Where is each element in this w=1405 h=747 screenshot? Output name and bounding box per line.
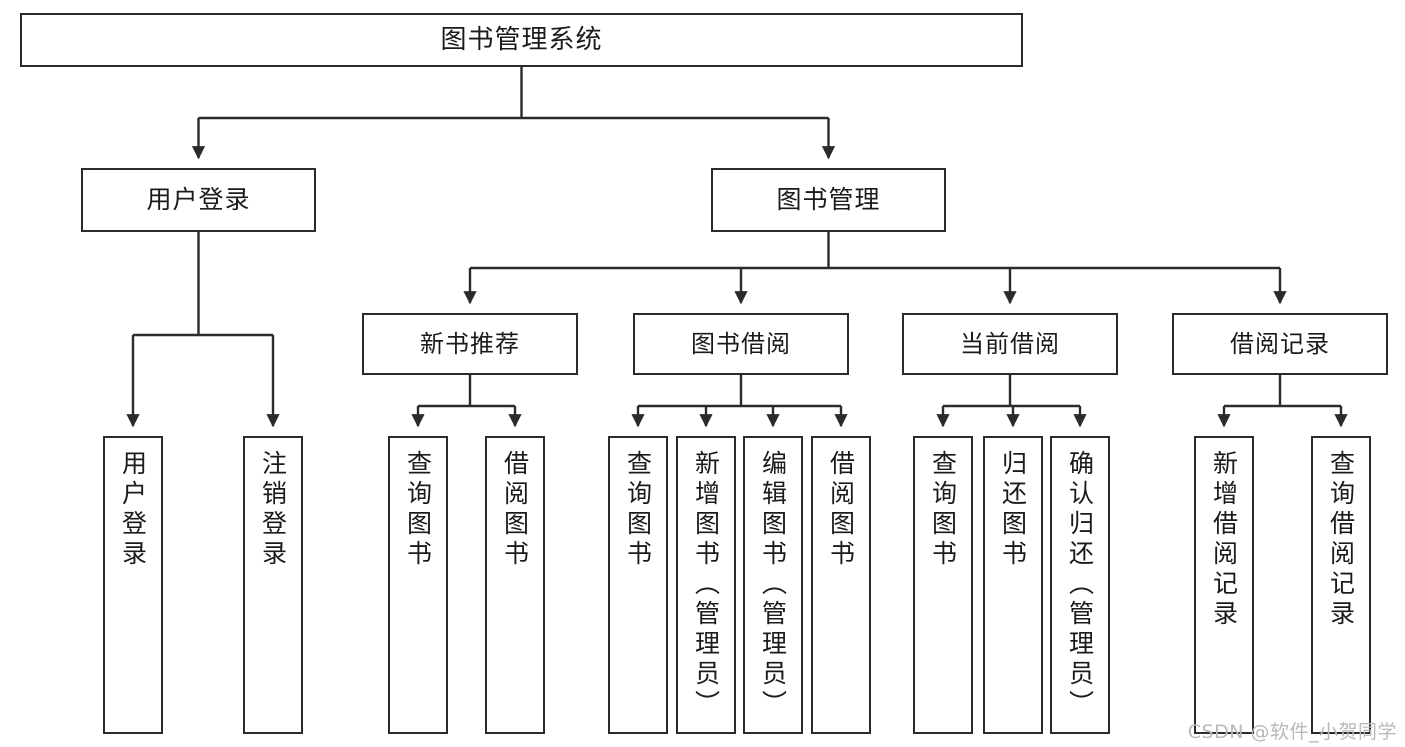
node-leaf-return-book[interactable]: 归还图书 (983, 436, 1043, 734)
node-label: 查询图书 (928, 450, 958, 570)
node-leaf-edit-book-admin[interactable]: 编辑图书（管理员） (743, 436, 803, 734)
node-label: 借阅记录 (1230, 329, 1330, 358)
node-label: 新书推荐 (420, 329, 520, 358)
node-borrow-record[interactable]: 借阅记录 (1172, 313, 1388, 375)
node-leaf-query-book-current[interactable]: 查询图书 (913, 436, 973, 734)
node-label: 查询图书 (403, 450, 433, 570)
node-label: 新增图书（管理员） (691, 450, 721, 720)
node-leaf-add-book-admin[interactable]: 新增图书（管理员） (676, 436, 736, 734)
node-label: 图书管理 (776, 185, 881, 215)
node-leaf-logout[interactable]: 注销登录 (243, 436, 303, 734)
node-leaf-user-login[interactable]: 用户登录 (103, 436, 163, 734)
node-current-borrow[interactable]: 当前借阅 (902, 313, 1118, 375)
node-leaf-query-book-newbook[interactable]: 查询图书 (388, 436, 448, 734)
node-label: 新增借阅记录 (1209, 450, 1239, 630)
node-label: 归还图书 (998, 450, 1028, 570)
node-label: 借阅图书 (826, 450, 856, 570)
node-label: 用户登录 (118, 450, 148, 570)
node-root-system[interactable]: 图书管理系统 (20, 13, 1023, 67)
node-book-management[interactable]: 图书管理 (711, 168, 946, 232)
node-label: 图书管理系统 (440, 24, 603, 55)
node-leaf-add-borrow-record[interactable]: 新增借阅记录 (1194, 436, 1254, 734)
node-label: 借阅图书 (500, 450, 530, 570)
node-leaf-query-borrow-record[interactable]: 查询借阅记录 (1311, 436, 1371, 734)
node-label: 查询借阅记录 (1326, 450, 1356, 630)
node-leaf-borrow-book-newbook[interactable]: 借阅图书 (485, 436, 545, 734)
node-book-borrow[interactable]: 图书借阅 (633, 313, 849, 375)
node-user-login[interactable]: 用户登录 (81, 168, 316, 232)
node-new-book-recommend[interactable]: 新书推荐 (362, 313, 578, 375)
node-label: 用户登录 (146, 185, 251, 215)
node-leaf-query-book-borrow[interactable]: 查询图书 (608, 436, 668, 734)
node-label: 图书借阅 (691, 329, 791, 358)
node-label: 当前借阅 (960, 329, 1060, 358)
node-label: 注销登录 (258, 450, 288, 570)
node-label: 编辑图书（管理员） (758, 450, 788, 720)
node-leaf-borrow-book[interactable]: 借阅图书 (811, 436, 871, 734)
watermark: CSDN @软件_小贺同学 (1187, 721, 1397, 743)
node-label: 查询图书 (623, 450, 653, 570)
node-leaf-confirm-return-admin[interactable]: 确认归还（管理员） (1050, 436, 1110, 734)
node-label: 确认归还（管理员） (1065, 450, 1095, 720)
